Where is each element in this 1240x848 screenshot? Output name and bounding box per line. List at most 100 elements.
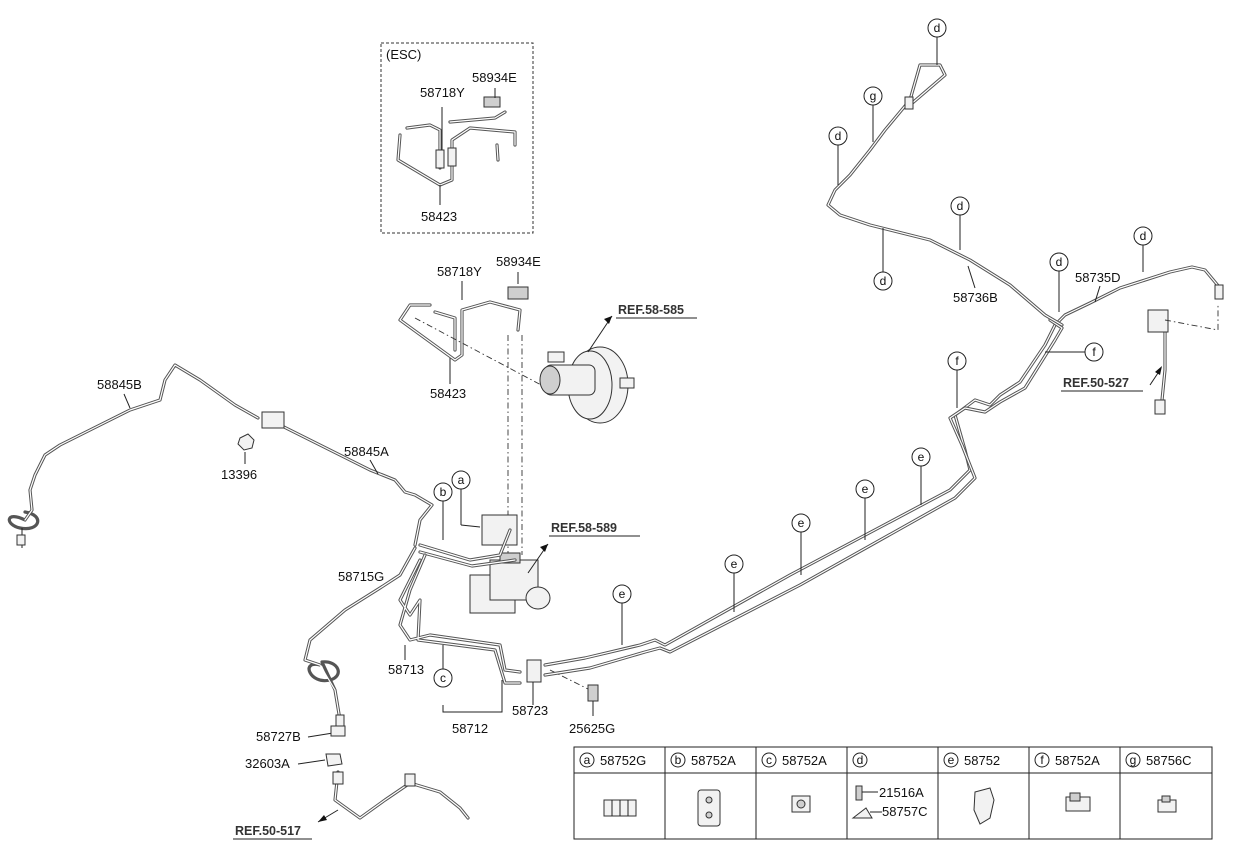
esc-tube-assembly — [396, 88, 517, 205]
svg-text:d: d — [880, 274, 887, 288]
callout-d-3: d — [873, 271, 893, 291]
ref-58-585: REF.58-585 — [618, 303, 684, 317]
legend-col-a: a 58752G — [579, 752, 646, 817]
legend-col-c: c 58752A — [761, 752, 827, 813]
callout-c: c — [433, 668, 453, 688]
esc-label-58423: 58423 — [421, 209, 457, 224]
line-58845b — [7, 363, 260, 548]
legend-b-letter: b — [675, 753, 682, 767]
label-58934e: 58934E — [496, 254, 541, 269]
callout-f-2: f — [1084, 342, 1104, 362]
clip-58727b — [330, 725, 346, 737]
rear-left-hose — [317, 770, 470, 823]
line-58736b — [826, 63, 1064, 327]
callout-e-2: e — [724, 554, 744, 574]
legend-col-f: f 58752A — [1034, 752, 1100, 812]
label-58845b: 58845B — [97, 377, 142, 392]
clip-a-bracket — [418, 514, 518, 568]
label-58736b: 58736B — [953, 290, 998, 305]
svg-text:d: d — [957, 199, 964, 213]
label-58845a: 58845A — [344, 444, 389, 459]
svg-text:e: e — [619, 587, 626, 601]
legend-d-part-2: 58757C — [882, 804, 928, 819]
connector-58934e — [507, 286, 529, 300]
esc-label-58718y: 58718Y — [420, 85, 465, 100]
callout-g: g — [863, 86, 883, 106]
label-58718y: 58718Y — [437, 264, 482, 279]
legend-d-letter: d — [857, 753, 864, 767]
callout-d-2: d — [828, 126, 848, 146]
svg-text:f: f — [1092, 345, 1096, 359]
label-32603a: 32603A — [245, 756, 290, 771]
svg-text:f: f — [955, 354, 959, 368]
esc-inset: (ESC) 58934E 58718Y 58423 — [380, 42, 534, 234]
brake-booster — [539, 315, 635, 424]
nut-13396 — [237, 433, 255, 451]
esc-inset-frame — [380, 42, 534, 234]
svg-text:c: c — [440, 671, 446, 685]
callout-d-5: d — [1049, 252, 1069, 272]
legend-c-part: 58752A — [782, 753, 827, 768]
legend-d-part-1: 21516A — [879, 785, 924, 800]
line-58845a — [261, 411, 434, 547]
label-58727b: 58727B — [256, 729, 301, 744]
callout-f-1: f — [947, 351, 967, 371]
esc-inset-title: (ESC) — [386, 47, 421, 62]
svg-text:e: e — [798, 516, 805, 530]
esc-connector-58934e — [483, 96, 501, 108]
legend-col-b: b 58752A — [670, 752, 736, 827]
clip-32603a — [325, 753, 343, 767]
legend-g-letter: g — [1130, 753, 1137, 767]
svg-text:a: a — [458, 473, 465, 487]
ref-50-527: REF.50-527 — [1063, 376, 1129, 390]
legend-a-part: 58752G — [600, 753, 646, 768]
svg-text:e: e — [862, 482, 869, 496]
callout-e-4: e — [855, 479, 875, 499]
ref-50-517: REF.50-517 — [235, 824, 301, 838]
tee-fitting — [261, 411, 285, 429]
callouts: a b c d d d d d d g f f e e e e — [433, 18, 1153, 688]
svg-text:d: d — [835, 129, 842, 143]
label-58713: 58713 — [388, 662, 424, 677]
legend-e-part: 58752 — [964, 753, 1000, 768]
callout-d-6: d — [1133, 226, 1153, 246]
label-58735d: 58735D — [1075, 270, 1121, 285]
bolt-25625g — [549, 669, 599, 716]
callout-e-3: e — [791, 513, 811, 533]
ref-58-589: REF.58-589 — [551, 521, 617, 535]
callout-d-1: d — [927, 18, 947, 38]
legend-f-part: 58752A — [1055, 753, 1100, 768]
label-58723: 58723 — [512, 703, 548, 718]
legend-col-d: d 21516A 58757C — [851, 752, 928, 819]
abs-module — [469, 543, 551, 614]
callout-e-5: e — [911, 447, 931, 467]
line-58715g — [303, 546, 417, 730]
label-58423: 58423 — [430, 386, 466, 401]
legend-b-part: 58752A — [691, 753, 736, 768]
svg-text:d: d — [1140, 229, 1147, 243]
svg-text:g: g — [870, 89, 877, 103]
legend-f-letter: f — [1040, 753, 1044, 767]
label-58715g: 58715G — [338, 569, 384, 584]
parts-legend-table: a 58752G b 58752A c 58752A d 21516A — [573, 746, 1213, 840]
legend-col-g: g 58756C — [1125, 752, 1192, 813]
svg-text:d: d — [1056, 255, 1063, 269]
legend-a-letter: a — [584, 753, 591, 767]
label-25625g: 25625G — [569, 721, 615, 736]
esc-label-58934e: 58934E — [472, 70, 517, 85]
svg-text:e: e — [731, 557, 738, 571]
legend-col-e: e 58752 — [943, 752, 1000, 825]
legend-e-letter: e — [948, 753, 955, 767]
line-58712-58713 — [398, 553, 522, 685]
legend-c-letter: c — [766, 753, 772, 767]
line-58735d — [543, 265, 1224, 677]
callout-d-4: d — [950, 196, 970, 216]
callout-e-1: e — [612, 584, 632, 604]
label-13396: 13396 — [221, 467, 257, 482]
svg-text:d: d — [934, 21, 941, 35]
rear-right-hose — [1147, 305, 1219, 415]
svg-text:b: b — [440, 485, 447, 499]
svg-text:e: e — [918, 450, 925, 464]
label-58712: 58712 — [452, 721, 488, 736]
